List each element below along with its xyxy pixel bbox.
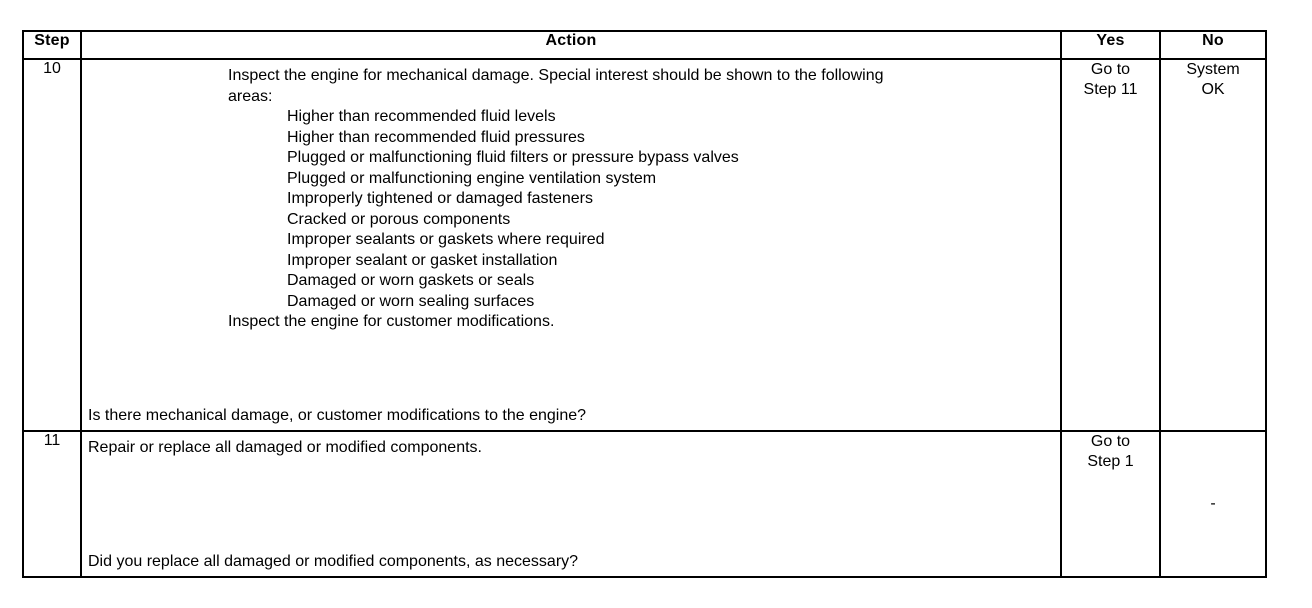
- action-content: Repair or replace all damaged or modifie…: [82, 432, 1060, 576]
- action-line: Plugged or malfunctioning fluid filters …: [287, 149, 739, 166]
- table-row: 10 Inspect the engine for mechanical dam…: [22, 58, 1267, 432]
- header-row: Step Action Yes No: [22, 30, 1267, 60]
- action-line: Plugged or malfunctioning engine ventila…: [287, 169, 657, 187]
- no-answer-content: System OK: [1161, 60, 1265, 106]
- action-line: Damaged or worn gaskets or seals: [287, 272, 535, 289]
- no-answer-cell: System OK: [1159, 58, 1267, 432]
- action-line: Repair or replace all damaged or modifie…: [88, 439, 482, 456]
- action-content: Inspect the engine for mechanical damage…: [82, 60, 1060, 430]
- step-number-cell: 10: [22, 58, 82, 432]
- action-question: Is there mechanical damage, or customer …: [88, 406, 587, 424]
- action-line: Improper sealants or gaskets where requi…: [287, 231, 605, 248]
- action-line: Improperly tightened or damaged fastener…: [287, 190, 593, 207]
- table-body: 10 Inspect the engine for mechanical dam…: [22, 58, 1267, 578]
- action-question: Did you replace all damaged or modified …: [88, 552, 579, 570]
- action-line: Higher than recommended fluid levels: [287, 108, 556, 125]
- yes-answer-content: Go to Step 1: [1062, 432, 1159, 478]
- no-answer-content: -: [1161, 494, 1265, 514]
- diagnostic-procedure-table: Step Action Yes No 10 Inspect the engine…: [22, 30, 1267, 578]
- step-number-cell: 11: [22, 430, 82, 578]
- no-answer-cell: -: [1159, 430, 1267, 578]
- no-answer-line1: System: [1186, 61, 1240, 78]
- action-cell: Repair or replace all damaged or modifie…: [80, 430, 1062, 578]
- no-answer-line1: -: [1210, 495, 1216, 512]
- action-line: Cracked or porous components: [287, 210, 511, 228]
- yes-answer-line1: Go to: [1090, 61, 1131, 78]
- action-line: Damaged or worn sealing surfaces: [287, 292, 535, 310]
- action-line: Higher than recommended fluid pressures: [287, 128, 585, 146]
- column-header-step: Step: [22, 30, 82, 60]
- action-line: Inspect the engine for mechanical damage…: [228, 67, 884, 84]
- column-header-action: Action: [80, 30, 1062, 60]
- table-header: Step Action Yes No: [22, 30, 1267, 60]
- yes-answer-line2: Step 11: [1083, 81, 1138, 98]
- table-row: 11 Repair or replace all damaged or modi…: [22, 430, 1267, 578]
- action-line: Inspect the engine for customer modifica…: [228, 313, 555, 330]
- action-line: areas:: [228, 87, 273, 105]
- no-answer-line2: OK: [1201, 81, 1225, 98]
- yes-answer-line2: Step 1: [1087, 453, 1134, 470]
- yes-answer-line1: Go to: [1090, 433, 1131, 450]
- column-header-no: No: [1159, 30, 1267, 60]
- yes-answer-content: Go to Step 11: [1062, 60, 1159, 106]
- action-cell: Inspect the engine for mechanical damage…: [80, 58, 1062, 432]
- column-header-yes: Yes: [1060, 30, 1161, 60]
- yes-answer-cell: Go to Step 1: [1060, 430, 1161, 578]
- action-line: Improper sealant or gasket installation: [287, 251, 558, 269]
- yes-answer-cell: Go to Step 11: [1060, 58, 1161, 432]
